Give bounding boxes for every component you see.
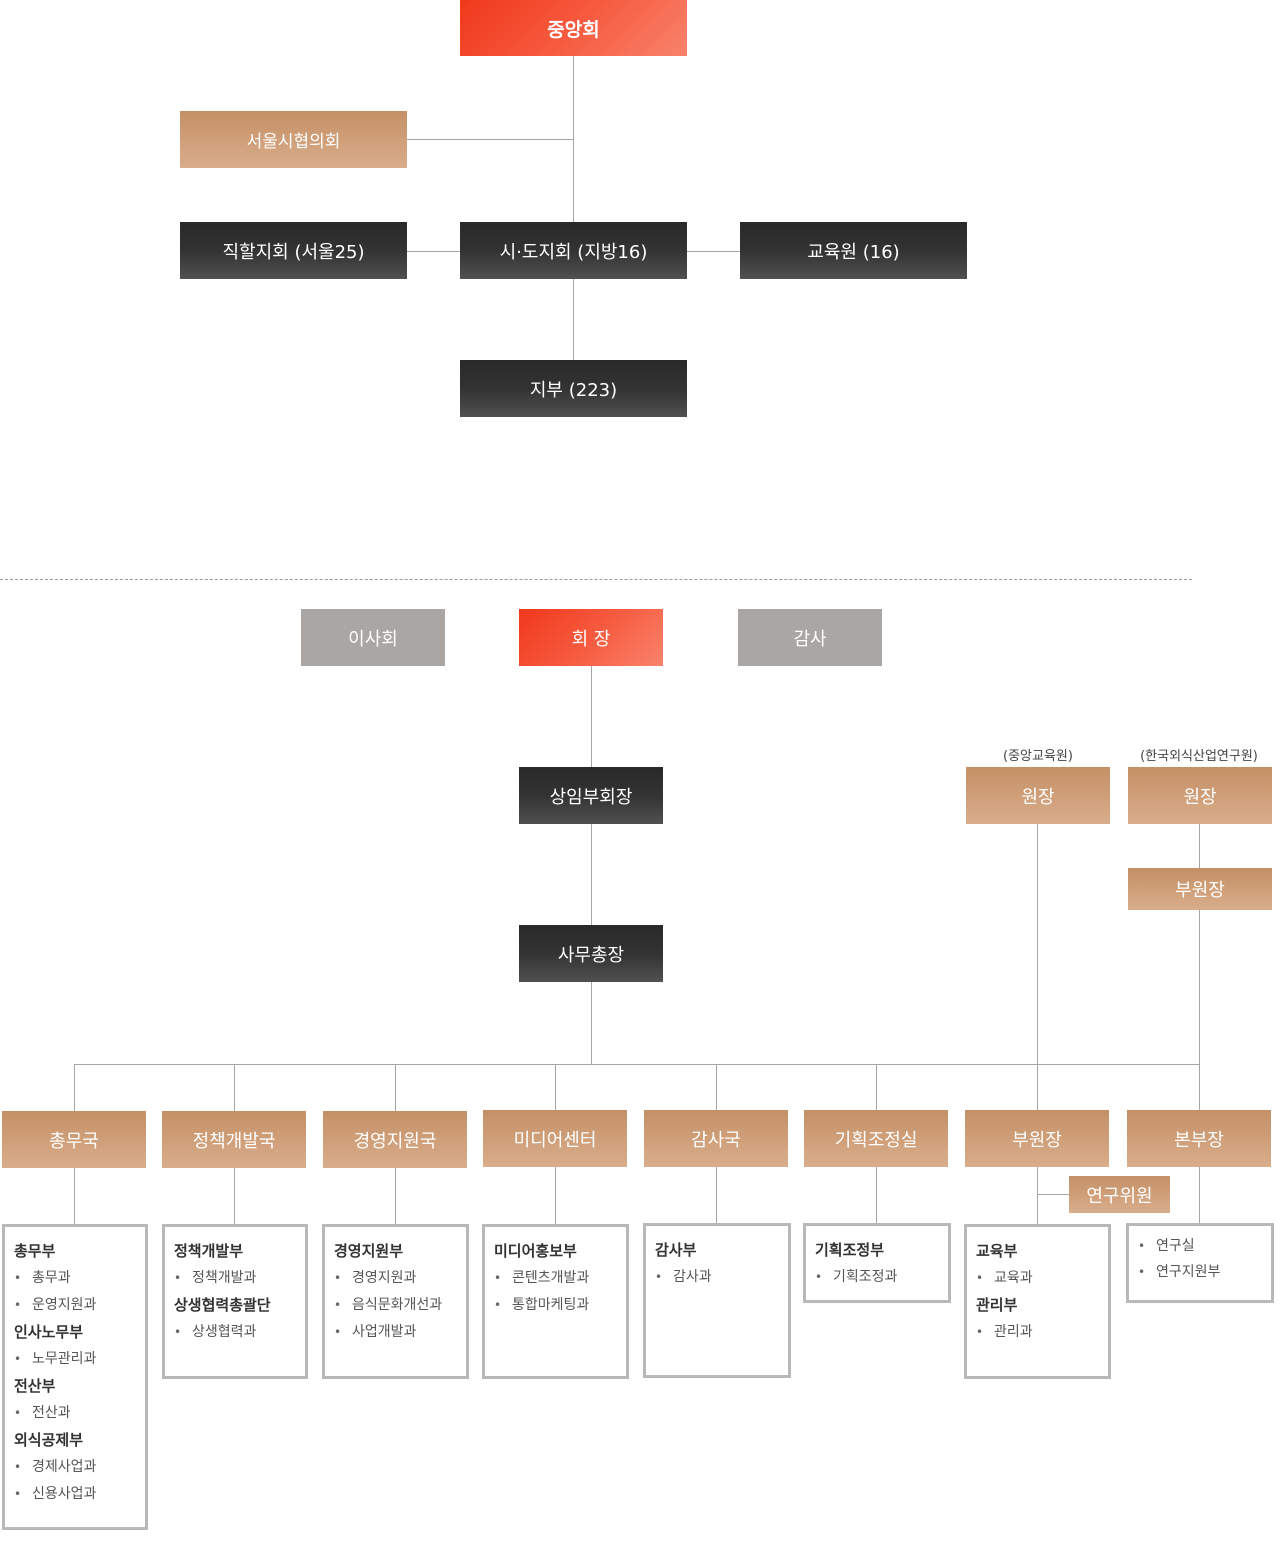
connector-line [1037,1194,1070,1195]
list-item: 통합마케팅과 [494,1292,617,1319]
section-divider [0,579,1192,580]
list-item: 기획조정과 [815,1264,939,1291]
list-item: 상생협력과 [174,1319,296,1346]
list-item: 연구지원부 [1138,1259,1262,1285]
node-standing-vice-president: 상임부회장 [519,767,663,824]
dept-media-center: 미디어센터 [483,1110,627,1167]
connector-line [1199,1166,1200,1224]
dept-detail-management-support: 경영지원부 경영지원과 음식문화개선과 사업개발과 [322,1224,469,1379]
connector-line [1037,1166,1038,1225]
dept-detail-planning-coordination: 기획조정부 기획조정과 [803,1223,951,1303]
connector-line [407,139,574,140]
list-item: 교육과 [976,1265,1099,1292]
node-research-fellow: 연구위원 [1069,1176,1170,1213]
node-board-of-directors: 이사회 [301,609,445,666]
node-central-association: 중앙회 [460,0,687,56]
connector-line [555,1064,556,1111]
dept-detail-vice-director: 교육부 교육과 관리부 관리과 [964,1224,1111,1379]
group-title: 감사부 [655,1241,697,1259]
node-president: 회 장 [519,609,663,666]
connector-line [876,1064,877,1111]
connector-line [1199,823,1200,1111]
connector-line [716,1064,717,1111]
connector-line [234,1064,235,1111]
dept-policy-development: 정책개발국 [162,1111,306,1168]
list-item: 정책개발과 [174,1265,296,1292]
dept-detail-general-affairs: 총무부 총무과 운영지원과 인사노무부 노무관리과 전산부 전산과 외식공제부 … [2,1224,148,1530]
list-item: 관리과 [976,1319,1099,1346]
dept-audit: 감사국 [644,1110,788,1167]
node-auditor: 감사 [738,609,882,666]
connector-line [876,1166,877,1224]
list-item: 콘텐츠개발과 [494,1265,617,1292]
group-title: 교육부 [976,1242,1018,1260]
node-institute-director-2: 원장 [1128,767,1272,824]
connector-line [1037,823,1038,1111]
group-title: 상생협력총괄단 [174,1296,271,1314]
group-title: 외식공제부 [14,1431,84,1449]
connector-line [591,665,592,1065]
node-direct-branch: 직할지회 (서울25) [180,222,407,279]
connector-line [407,251,461,252]
caption-food-industry-research-institute: (한국외식산업연구원) [1140,749,1258,764]
node-education-center: 교육원 (16) [740,222,967,279]
connector-line [234,1167,235,1224]
list-item: 총무과 [14,1265,136,1292]
connector-line [555,1166,556,1225]
dept-detail-media-center: 미디어홍보부 콘텐츠개발과 통합마케팅과 [482,1224,629,1379]
list-item: 사업개발과 [334,1319,457,1346]
connector-line [716,1166,717,1224]
list-item: 전산과 [14,1400,136,1427]
connector-line [687,251,740,252]
list-item: 노무관리과 [14,1346,136,1373]
group-title: 정책개발부 [174,1242,244,1260]
dept-detail-audit: 감사부 감사과 [643,1223,791,1378]
list-item: 경영지원과 [334,1265,457,1292]
list-item: 신용사업과 [14,1481,136,1508]
list-item: 경제사업과 [14,1454,136,1481]
dept-management-support: 경영지원국 [323,1111,467,1168]
group-title: 인사노무부 [14,1323,84,1341]
dept-planning-coordination: 기획조정실 [804,1110,948,1167]
node-province-branch: 시·도지회 (지방16) [460,222,687,279]
dept-general-affairs: 총무국 [2,1111,146,1168]
node-institute-director-1: 원장 [966,767,1110,824]
node-institute-vice-director: 부원장 [1128,868,1272,910]
list-item: 음식문화개선과 [334,1292,457,1319]
group-title: 관리부 [976,1296,1018,1314]
group-title: 총무부 [14,1242,56,1260]
node-local-branch: 지부 (223) [460,360,687,417]
connector-line [395,1167,396,1224]
list-item: 감사과 [655,1264,779,1291]
connector-line [74,1064,1200,1065]
group-title: 기획조정부 [815,1241,885,1259]
list-item: 연구실 [1138,1233,1262,1259]
connector-line [74,1064,75,1111]
node-secretary-general: 사무총장 [519,925,663,982]
group-title: 전산부 [14,1377,56,1395]
dept-vice-director: 부원장 [965,1110,1109,1167]
node-seoul-council: 서울시협의회 [180,111,407,168]
connector-line [573,55,574,361]
dept-headquarters-chief: 본부장 [1127,1110,1271,1167]
group-title: 경영지원부 [334,1242,404,1260]
dept-detail-headquarters-chief: 연구실 연구지원부 [1126,1223,1274,1303]
list-item: 운영지원과 [14,1292,136,1319]
dept-detail-policy-development: 정책개발부 정책개발과 상생협력총괄단 상생협력과 [162,1224,308,1379]
connector-line [74,1167,75,1225]
group-title: 미디어홍보부 [494,1242,577,1260]
caption-central-education-institute: (중앙교육원) [1003,749,1073,764]
connector-line [395,1064,396,1111]
